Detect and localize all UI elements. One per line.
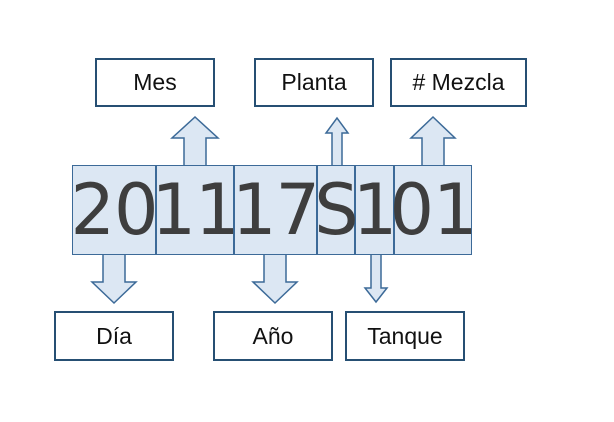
code-mezcla-digits: 01 (389, 169, 477, 251)
arrow-down-dia (90, 253, 138, 305)
code-mes-digits: 11 (151, 169, 239, 251)
segment-tanque (355, 165, 394, 255)
segment-mezcla (394, 165, 472, 255)
code-anio-digits: 17 (231, 169, 320, 251)
arrow-down-tanque (363, 253, 389, 304)
label-planta: Planta (254, 58, 374, 107)
arrow-up-planta (324, 116, 350, 167)
label-anio: Año (213, 311, 333, 361)
label-mezcla: # Mezcla (390, 58, 527, 107)
arrow-up-mezcla (409, 115, 457, 167)
arrow-down-anio (251, 253, 299, 305)
arrow-up-mes (170, 115, 220, 167)
code-planta-letter: S (314, 169, 358, 251)
segment-mes (156, 165, 234, 255)
label-dia: Día (54, 311, 174, 361)
label-mes: Mes (95, 58, 215, 107)
label-tanque: Tanque (345, 311, 465, 361)
code-tanque-digit: 1 (352, 169, 398, 251)
code-dia-digits: 20 (70, 169, 158, 251)
segment-planta (317, 165, 355, 255)
segment-dia (72, 165, 156, 255)
segment-anio (234, 165, 317, 255)
